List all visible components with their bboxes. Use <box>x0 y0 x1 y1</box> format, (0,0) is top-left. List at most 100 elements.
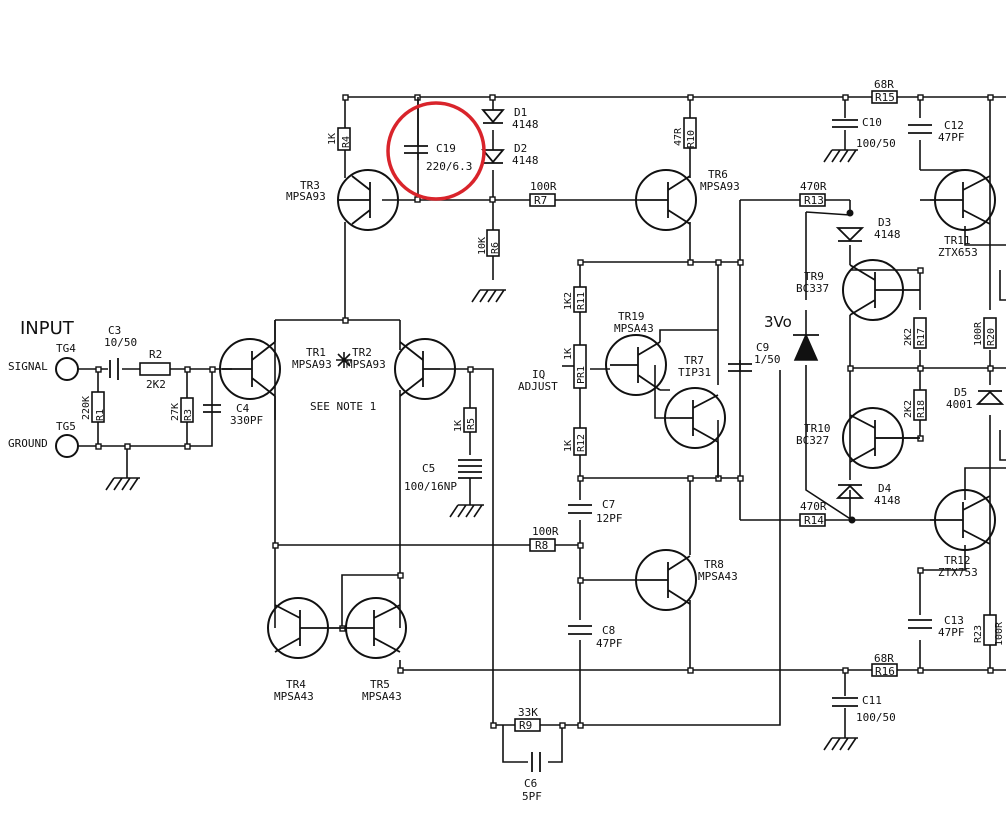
diode-d5 <box>975 390 1005 405</box>
c9-value: 1/50 <box>754 353 781 366</box>
c11-label: C11 <box>862 694 882 707</box>
transistor-tr4 <box>267 597 342 659</box>
capacitors <box>109 97 932 772</box>
c3-value: 10/50 <box>104 336 137 349</box>
d4-label: D4 <box>878 482 892 495</box>
resistor-r7 <box>529 193 556 207</box>
c10-value: 100/50 <box>856 137 896 150</box>
capacitor-c9 <box>728 363 752 372</box>
r4-value: 1K <box>327 133 338 145</box>
tr2-label: TR2 <box>352 346 372 359</box>
tr7-value: TIP31 <box>678 366 711 379</box>
resistor-r20 <box>983 317 997 349</box>
r1-value: 220K <box>81 396 92 420</box>
resistor-r14 <box>799 513 826 527</box>
r23-value: 100R <box>994 621 1005 646</box>
tr1-value: MPSA93 <box>292 358 332 371</box>
c6-label: C6 <box>524 777 537 790</box>
terminal-tg4 <box>55 357 79 381</box>
input-terminals <box>55 357 79 458</box>
r9-label: R9 <box>519 719 532 732</box>
tr9-value: BC337 <box>796 282 829 295</box>
r17-value: 2K2 <box>903 328 914 346</box>
r14-value: 470R <box>800 500 827 513</box>
capacitor-c13 <box>908 619 932 629</box>
tr11-label: TR11 <box>944 234 971 247</box>
resistor-r6 <box>486 229 500 257</box>
r10-value: 47R <box>673 127 684 146</box>
capacitor-c8 <box>568 625 592 635</box>
note-asterisk <box>336 352 352 368</box>
capacitor-c19 <box>404 145 428 154</box>
transistor-tr1 <box>219 320 281 420</box>
capacitor-c5 <box>458 459 482 479</box>
r3-label: R3 <box>183 409 194 421</box>
c3-label: C3 <box>108 324 121 337</box>
vbe-multiplier-diode-symbol <box>793 333 819 361</box>
r8-label: R8 <box>535 539 548 552</box>
transistor-tr5 <box>342 597 407 659</box>
c4-value: 330PF <box>230 414 263 427</box>
c19-highlight-circle <box>386 101 486 201</box>
transistor-tr6 <box>635 169 697 231</box>
r7-value: 100R <box>530 180 557 193</box>
r4-label: R4 <box>341 136 352 148</box>
resistor-r17 <box>913 317 927 349</box>
iq-label: IQ <box>532 368 545 381</box>
c9-label: C9 <box>756 341 769 354</box>
transistor-tr8 <box>635 549 697 611</box>
d5-label: D5 <box>954 386 967 399</box>
signal-label: SIGNAL <box>8 360 48 373</box>
tr11-value: ZTX653 <box>938 246 978 259</box>
resistors <box>91 90 997 732</box>
diode-d2 <box>481 149 505 164</box>
tr5-value: MPSA43 <box>362 690 402 703</box>
adjust-label: ADJUST <box>518 380 558 393</box>
r13-value: 470R <box>800 180 827 193</box>
tr19-value: MPSA43 <box>614 322 654 335</box>
d2-label: D2 <box>514 142 527 155</box>
diodes <box>481 109 1005 499</box>
c7-label: C7 <box>602 498 615 511</box>
r20-label: R20 <box>986 328 997 346</box>
c8-value: 47PF <box>596 637 623 650</box>
input-heading: INPUT <box>20 318 75 339</box>
capacitor-c10 <box>832 119 858 128</box>
d1-label: D1 <box>514 106 527 119</box>
transistor-tr19 <box>605 329 718 396</box>
r2-value: 2K2 <box>146 378 166 391</box>
r18-label: R18 <box>916 400 927 418</box>
tr19-label: TR19 <box>618 310 645 323</box>
r10-label: R10 <box>686 130 697 148</box>
capacitor-c12 <box>908 124 932 134</box>
tr7-label: TR7 <box>684 354 704 367</box>
transistor-tr11 <box>930 169 996 231</box>
r5-label: R5 <box>466 418 477 430</box>
c19-label: C19 <box>436 142 456 155</box>
c4-label: C4 <box>236 402 250 415</box>
transistor-tr9 <box>842 259 920 321</box>
transistor-tr10 <box>842 407 920 469</box>
r13-label: R13 <box>804 194 824 207</box>
d2-value: 4148 <box>512 154 539 167</box>
resistor-r18 <box>913 389 927 421</box>
resistor-r10 <box>683 117 697 149</box>
resistor-r23 <box>983 614 997 646</box>
c13-value: 47PF <box>938 626 965 639</box>
text-labels: INPUT SIGNAL GROUND TG4 TG5 C3 10/50 R2 … <box>8 78 1005 803</box>
d4-value: 4148 <box>874 494 901 507</box>
c12-value: 47PF <box>938 131 965 144</box>
tr5-label: TR5 <box>370 678 390 691</box>
r14-label: R14 <box>804 514 824 527</box>
d3-label: D3 <box>878 216 891 229</box>
pr1-value: 1K <box>563 348 574 360</box>
resistor-r5 <box>463 407 477 433</box>
r16-value: 68R <box>874 652 894 665</box>
r12-value: 1K <box>563 440 574 452</box>
r1-label: R1 <box>95 409 106 421</box>
tr6-value: MPSA93 <box>700 180 740 193</box>
ground-label: GROUND <box>8 437 48 450</box>
tr1-label: TR1 <box>306 346 326 359</box>
terminal-tg5 <box>55 434 79 458</box>
